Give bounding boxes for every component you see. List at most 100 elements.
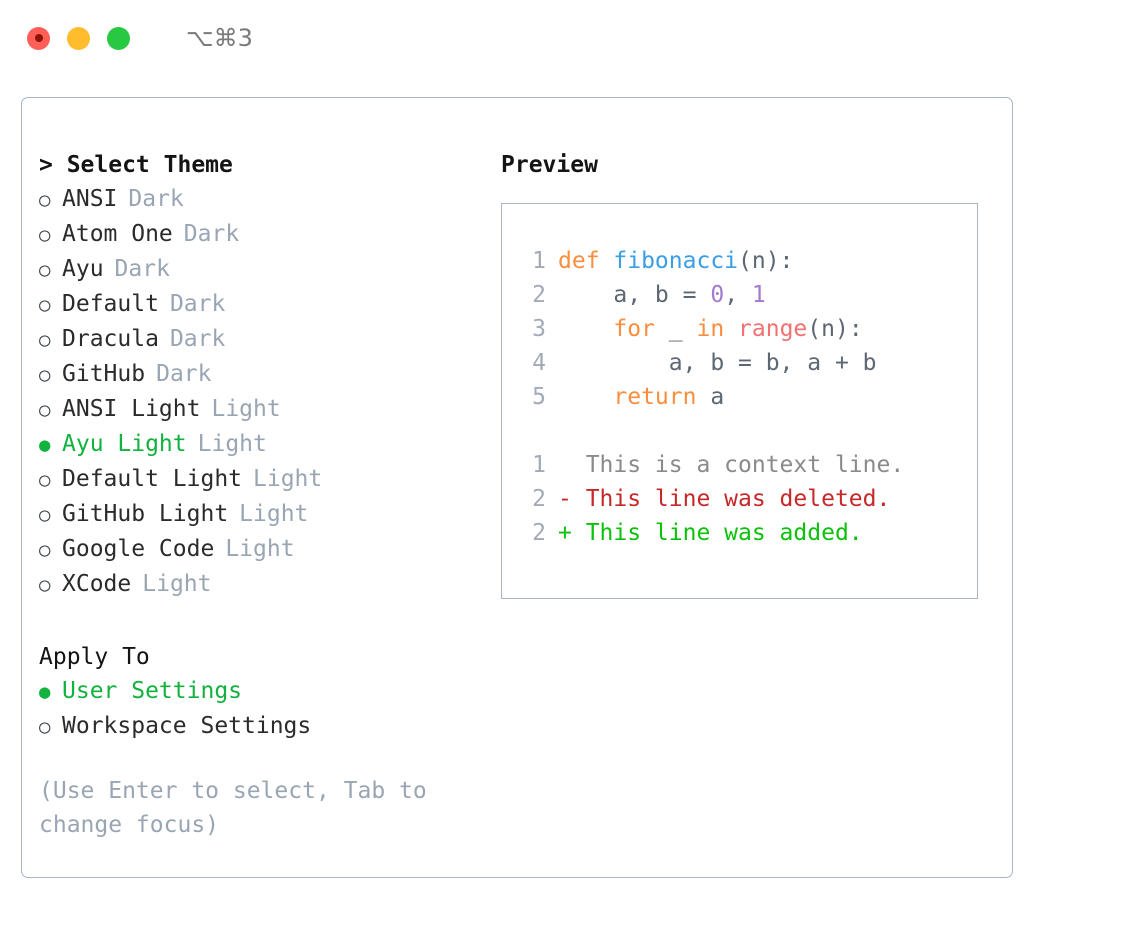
apply-to-header: Apply To (39, 644, 150, 670)
option-badge: Light (142, 571, 212, 597)
option-label: GitHub (62, 361, 146, 387)
line-number: 2 (532, 520, 546, 546)
line-content: a, b = b, a + b (558, 346, 877, 380)
token (558, 316, 613, 342)
radio-unselected-icon: ○ (39, 504, 51, 526)
radio-selected-icon: ● (39, 681, 51, 703)
line-content: return a (558, 380, 724, 414)
token: a, b = b, a + b (558, 350, 877, 376)
token: return (613, 384, 697, 410)
line-number: 1 (532, 248, 546, 274)
apply-option-user-settings[interactable]: ● User Settings (39, 674, 489, 709)
minimize-button[interactable] (67, 26, 90, 50)
maximize-button[interactable] (107, 26, 130, 50)
diff-line: 2 - This line was deleted. (512, 482, 977, 516)
token: a (696, 384, 725, 410)
option-label: Ayu (62, 256, 104, 282)
apply-option-workspace-settings[interactable]: ○ Workspace Settings (39, 709, 489, 744)
token: (n): (807, 316, 863, 342)
radio-unselected-icon: ○ (39, 259, 51, 281)
token: a, b = (558, 282, 711, 308)
token (558, 384, 613, 410)
traffic-lights (27, 26, 130, 50)
token: + This line was added. (558, 520, 863, 546)
radio-unselected-icon: ○ (39, 294, 51, 316)
token: - This line was deleted. (558, 486, 891, 512)
preview-header: Preview (501, 152, 598, 178)
token: in (696, 316, 725, 342)
token: range (738, 316, 808, 342)
line-content: for _ in range(n): (558, 312, 863, 346)
keyboard-hint: (Use Enter to select, Tab to change focu… (39, 778, 441, 838)
option-label: Dracula (62, 326, 159, 352)
token: 1 (751, 282, 766, 308)
token: , (724, 282, 752, 308)
option-label: Default (62, 291, 159, 317)
option-label: XCode (62, 571, 132, 597)
token: for (613, 316, 655, 342)
radio-unselected-icon: ○ (39, 574, 51, 596)
option-label: Atom One (62, 221, 173, 247)
option-label: Google Code (62, 536, 215, 562)
close-button[interactable] (27, 26, 50, 50)
line-number: 4 (532, 350, 546, 376)
option-badge: Light (253, 466, 323, 492)
option-badge: Dark (128, 186, 184, 212)
radio-selected-icon: ● (39, 434, 51, 456)
code-gap (512, 414, 977, 448)
token: fibonacci (613, 248, 739, 274)
token: This is a context line. (558, 452, 905, 478)
option-badge: Dark (183, 221, 240, 247)
option-label: ANSI (62, 186, 118, 212)
option-label: Workspace Settings (62, 713, 312, 739)
option-badge: Dark (114, 256, 170, 282)
line-number: 2 (532, 486, 546, 512)
line-number: 3 (532, 316, 546, 342)
window-title: ⌥⌘3 (186, 24, 253, 52)
radio-unselected-icon: ○ (39, 539, 51, 561)
radio-unselected-icon: ○ (39, 329, 51, 351)
token: _ (654, 316, 697, 342)
radio-unselected-icon: ○ (39, 716, 51, 738)
option-label: User Settings (62, 678, 243, 704)
token: def (558, 248, 614, 274)
radio-unselected-icon: ○ (39, 364, 51, 386)
radio-unselected-icon: ○ (39, 399, 51, 421)
token (724, 316, 738, 342)
select-theme-header: > Select Theme (39, 152, 233, 178)
radio-unselected-icon: ○ (39, 224, 51, 246)
apply-option-list: ● User Settings ○ Workspace Settings (39, 674, 489, 744)
theme-option-xcode[interactable]: ○ XCode Light (39, 567, 489, 602)
line-content: def fibonacci(n): (558, 244, 793, 278)
line-content: + This line was added. (558, 516, 863, 550)
code-line: 2 a, b = 0, 1 (512, 278, 977, 312)
theme-option-atom-one[interactable]: ○ Atom One Dark (39, 217, 489, 252)
line-content: This is a context line. (558, 448, 905, 482)
theme-option-ayu[interactable]: ○ Ayu Dark (39, 252, 489, 287)
diff-line: 1 This is a context line. (512, 448, 977, 482)
code-line: 5 return a (512, 380, 977, 414)
diff-sample: 1 This is a context line. 2 - This line wa… (512, 448, 977, 550)
token: (n): (738, 248, 794, 274)
token: 0 (710, 282, 725, 308)
line-number: 5 (532, 384, 546, 410)
line-content: a, b = 0, 1 (558, 278, 766, 312)
title-bar: ⌥⌘3 (0, 0, 1140, 76)
option-badge: Light (211, 396, 281, 422)
